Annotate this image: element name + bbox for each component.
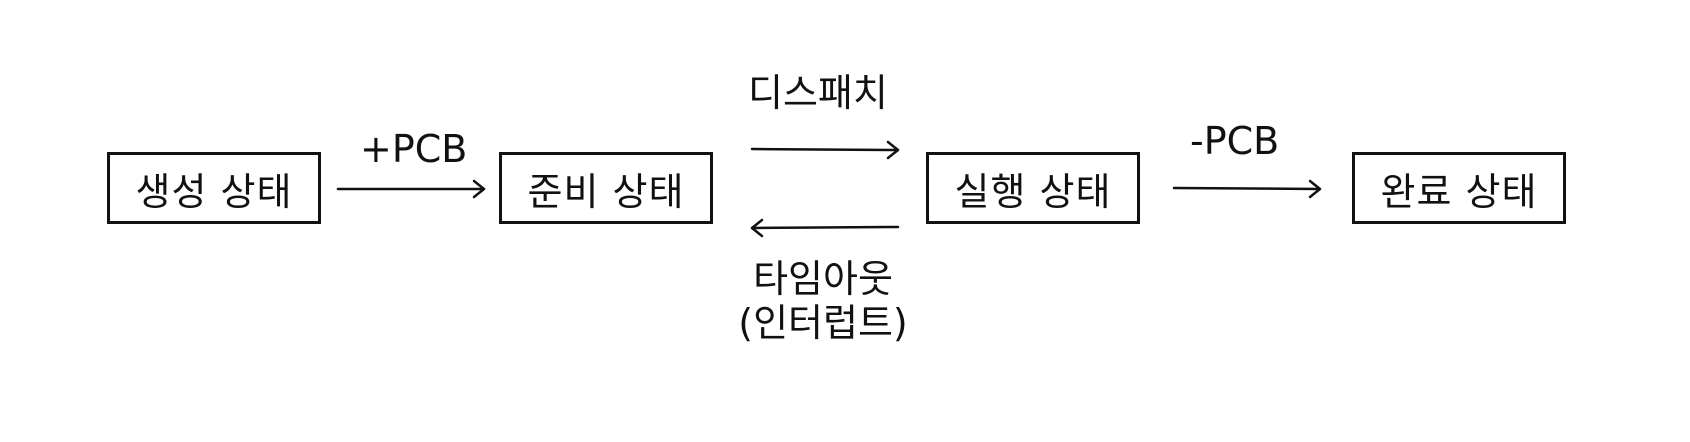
state-new: 생성 상태 bbox=[107, 152, 321, 224]
edge-label-running-to-terminated: -PCB bbox=[1190, 119, 1280, 163]
state-ready-label: 준비 상태 bbox=[527, 169, 685, 214]
state-terminated: 완료 상태 bbox=[1352, 152, 1566, 224]
state-ready: 준비 상태 bbox=[499, 152, 713, 224]
arrow-running-to-ready bbox=[750, 218, 900, 238]
state-new-label: 생성 상태 bbox=[135, 169, 293, 214]
arrow-ready-to-running bbox=[750, 140, 900, 160]
state-running-label: 실행 상태 bbox=[954, 169, 1112, 214]
edge-label-timeout-line2: (인터럽트) bbox=[738, 300, 908, 345]
state-running: 실행 상태 bbox=[926, 152, 1140, 224]
edge-label-timeout: 타임아웃 (인터럽트) bbox=[738, 257, 908, 345]
arrow-new-to-ready bbox=[336, 179, 486, 199]
state-terminated-label: 완료 상태 bbox=[1380, 169, 1538, 214]
arrow-running-to-terminated bbox=[1172, 179, 1322, 199]
edge-label-dispatch: 디스패치 bbox=[748, 71, 888, 115]
edge-label-timeout-line1: 타임아웃 bbox=[753, 257, 893, 301]
edge-label-new-to-ready: +PCB bbox=[360, 127, 468, 171]
